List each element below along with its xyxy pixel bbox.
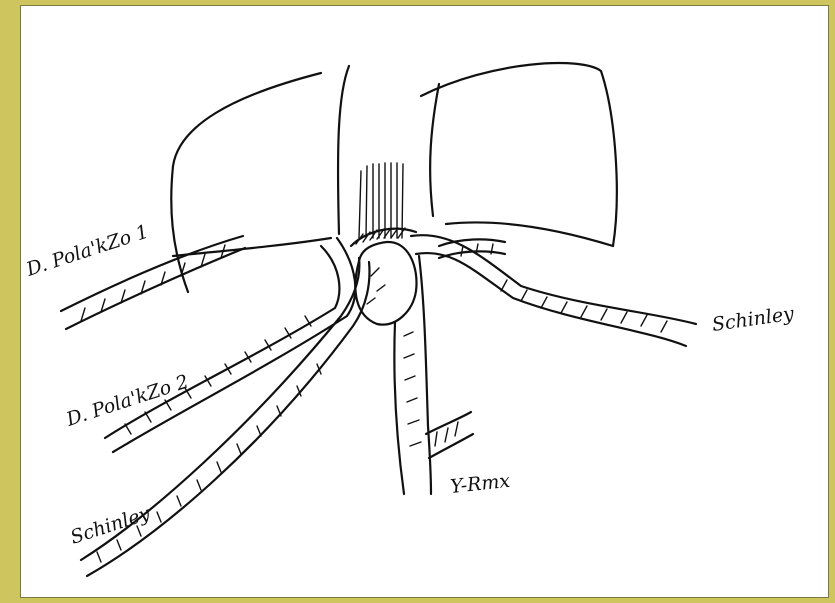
central-node — [355, 242, 416, 325]
vertical-fibres — [359, 163, 403, 238]
right-lobe-outline — [421, 63, 617, 246]
right-lobe-lower-edge — [446, 222, 613, 246]
left-lobe-lower-edge — [173, 238, 331, 256]
trunk-left-edge — [394, 322, 404, 494]
central-column-left-edge — [338, 66, 349, 234]
side-branch-hatch — [435, 422, 458, 446]
side-branch — [426, 412, 473, 458]
sketch-svg: D. Pola'kZo 1 D. Pola'kZo 2 Schinley Sch… — [21, 6, 829, 598]
label-right: Schinley — [711, 303, 796, 336]
drawing-canvas: D. Pola'kZo 1 D. Pola'kZo 2 Schinley Sch… — [20, 5, 829, 598]
label-left-top: D. Pola'kZo 1 — [23, 221, 152, 281]
central-column-right-edge — [430, 84, 439, 216]
trunk-dashes — [404, 332, 421, 446]
left-lobe-outline — [171, 73, 321, 292]
label-bottom-right: Y-Rmx — [449, 470, 511, 498]
label-left-mid: D. Pola'kZo 2 — [63, 371, 192, 431]
tube-right-long-lower — [416, 253, 686, 346]
